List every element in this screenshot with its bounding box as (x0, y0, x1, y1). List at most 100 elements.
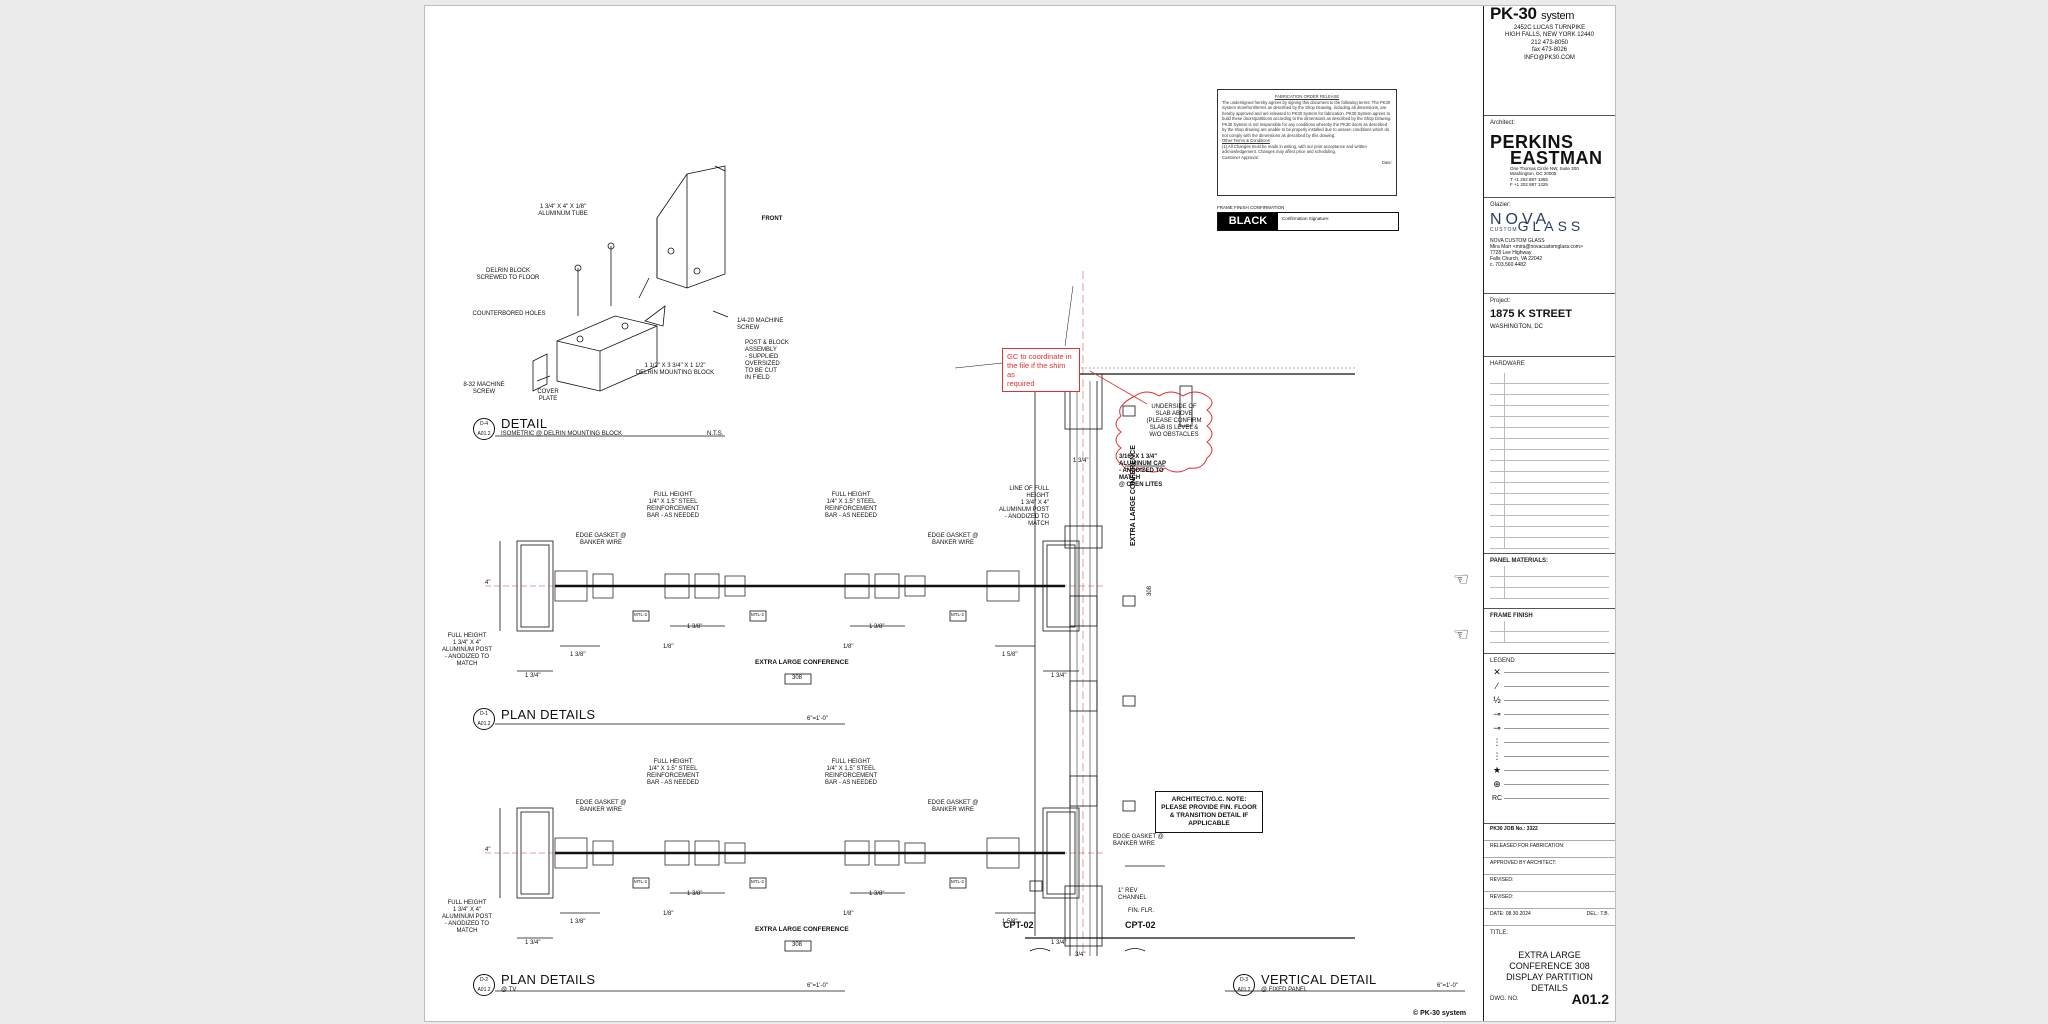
address-line: HIGH FALLS, NEW YORK 12440 (1505, 32, 1594, 38)
label-line: BAR - AS NEEDED (646, 513, 699, 519)
contact-line: Falls Church, VA 22042 (1490, 255, 1543, 262)
vertical-dim-cap: 1 3/4" (1073, 458, 1089, 464)
plan2-room-number: 308 (792, 942, 803, 948)
pointing-hand-icon: ☜ (1453, 569, 1470, 589)
fabrication-approval: Customer Approval: (1222, 154, 1259, 160)
plan1-dim-18-1: 1/8" (663, 644, 674, 650)
detail-title-plan2: PLAN DETAILS (501, 972, 596, 987)
detail-title-plan1: PLAN DETAILS (501, 707, 596, 722)
address-line: INFO@PK30.COM (1524, 54, 1575, 61)
tag-bottom: A01.2 (477, 987, 491, 993)
label-line: IN FIELD (745, 375, 770, 381)
plan1-gasket-label-2: EDGE GASKET @ BANKER WIRE (923, 533, 983, 547)
label-line: CHANNEL (1118, 895, 1147, 901)
company-logo: PK-30 system (1490, 5, 1609, 22)
star-icon: ★ (1492, 764, 1502, 775)
label-delrin-block: DELRIN BLOCK SCREWED TO FLOOR (473, 268, 543, 282)
tag-top: D-3 (1239, 977, 1249, 983)
frame-finish-box: BLACK Confirmation Signature: (1217, 212, 1399, 231)
detail-tag-iso: D-4 A01.2 (473, 418, 495, 440)
label-line: POST & BLOCK (745, 340, 789, 346)
fastener-icon: ⋮ (1492, 736, 1502, 747)
label-line: BAR - AS NEEDED (646, 780, 699, 786)
label-line: 1 3/4" X 4" (452, 640, 482, 646)
hardware-row (1490, 449, 1609, 461)
label-line: SCREW (737, 325, 760, 331)
label-line: 1 3/4" X 4" (1020, 500, 1049, 506)
detail-subtitle-vertical: @ FIXED PANEL (1261, 987, 1308, 993)
label-line: MATCH (1028, 521, 1049, 527)
gc-note-line: the file if the shim as (1007, 361, 1066, 379)
label-line: HEIGHT (1026, 493, 1049, 499)
isometric-delrin-block (556, 315, 658, 392)
label-line: 1/4" X 1.5" STEEL (826, 499, 876, 505)
gc-note-line: GC to coordinate in (1007, 352, 1072, 361)
frame-finish-signature: Confirmation Signature: (1282, 216, 1330, 221)
fabrication-terms-text: (1) All Changes must be made in writing,… (1222, 143, 1367, 155)
tb-approved: APPROVED BY ARCHITECT: (1484, 858, 1615, 875)
label-8-32-screw: 8-32 MACHINE SCREW (459, 382, 509, 396)
tb-date-row: DATE: 08.30.2024 DEL.: T.B. (1484, 909, 1615, 926)
hardware-row (1490, 482, 1609, 494)
footer-logo: © PK-30 system (1413, 1010, 1467, 1017)
label-line: ALUMINUM POST (441, 647, 492, 653)
label-line: ALUMINUM TUBE (538, 211, 588, 217)
tag-top: D-1 (479, 711, 489, 717)
label-tube: 1 3/4" X 4" X 1/8" ALUMINUM TUBE (523, 204, 603, 218)
label-line: 1 1/2" X 3 3/4" X 1 1/2" (644, 363, 706, 369)
contact-line: NOVA CUSTOM GLASS (1490, 237, 1545, 244)
label-line: DELRIN MOUNTING BLOCK (635, 370, 715, 376)
isometric-screws (536, 242, 729, 382)
label-counterbored: COUNTERBORED HOLES (472, 311, 546, 317)
plan1-room-name: EXTRA LARGE CONFERENCE (755, 659, 849, 666)
label-line: BAR - AS NEEDED (824, 780, 877, 786)
architect-note: ARCHITECT/G.C. NOTE: PLEASE PROVIDE FIN.… (1155, 791, 1263, 833)
plan1-post-label: FULL HEIGHT 1 3/4" X 4" ALUMINUM POST - … (435, 633, 499, 668)
tb-company: PK-30 system 2452C LUCAS TURNPIKE HIGH F… (1484, 5, 1615, 116)
hardware-row (1490, 471, 1609, 483)
fabrication-heading: FABRICATION ORDER RELEASE (1274, 94, 1340, 99)
vertical-dim-bottom: 3/4" (1075, 952, 1086, 958)
label-line: - SUPPLIED (745, 354, 779, 360)
label-line: OVERSIZED (745, 361, 780, 367)
label-post-block: POST & BLOCK ASSEMBLY - SUPPLIED OVERSIZ… (745, 340, 805, 382)
architect-logo: PERKINS EASTMAN (1490, 133, 1609, 167)
architect-label: Architect: (1490, 120, 1516, 126)
label-line: REINFORCEMENT (824, 506, 878, 512)
label-line: PLATE (538, 396, 558, 402)
plan2-gasket-label-2: EDGE GASKET @ BANKER WIRE (923, 800, 983, 814)
title-block: PK-30 system 2452C LUCAS TURNPIKE HIGH F… (1483, 5, 1615, 1021)
project-city: WASHINGTON, DC (1490, 324, 1544, 330)
plan1-dim-post-right: 1 3/4" (1051, 673, 1067, 679)
cloud-note-line: (PLEASE CONFIRM (1146, 418, 1202, 424)
legend-item: ⋮ (1490, 736, 1609, 750)
label-line: EDGE GASKET @ (575, 800, 627, 806)
brand-name: PK-30 (1490, 4, 1537, 23)
address-line: fax 473-8026 (1531, 47, 1568, 53)
plan1-gasket-label-1: EDGE GASKET @ BANKER WIRE (571, 533, 631, 547)
arch-note-line: & TRANSITION DETAIL IF (1169, 812, 1249, 819)
legend-item: ½ (1490, 694, 1609, 708)
plan2-bar-label-2: FULL HEIGHT 1/4" X 1.5" STEEL REINFORCEM… (811, 759, 891, 787)
legend-item: ⊕ (1490, 778, 1609, 792)
tag-top: D-2 (479, 977, 489, 983)
finish-row (1490, 620, 1609, 632)
footer-text: PK-30 system (1420, 1010, 1467, 1017)
legend-item: ⋮ (1490, 750, 1609, 764)
plan1-dim-left: 1 3/8" (570, 652, 586, 658)
glazier-logo-bottom: GLASS (1517, 218, 1585, 234)
gc-note-line: required (1007, 379, 1035, 388)
plan1-room-number: 308 (792, 675, 803, 681)
vertical-post-label: LINE OF FULL HEIGHT 1 3/4" X 4" ALUMINUM… (985, 486, 1049, 528)
label-line: FULL HEIGHT (447, 633, 487, 639)
key-icon: ⊸ (1493, 708, 1501, 719)
detail-scale-plan1: 6"=1'-0" (807, 716, 828, 722)
vertical-detail-geometry (954, 271, 1355, 956)
plan2-dim-18-1: 1/8" (663, 911, 674, 917)
hardware-row (1490, 460, 1609, 472)
detail-tag-vertical: D-3 A01.2 (1233, 974, 1255, 996)
tb-panel-materials: PANEL MATERIALS: (1484, 554, 1615, 609)
plan1-bar-label-1: FULL HEIGHT 1/4" X 1.5" STEEL REINFORCEM… (633, 492, 713, 520)
tag-bottom: A01.2 (1237, 987, 1251, 993)
